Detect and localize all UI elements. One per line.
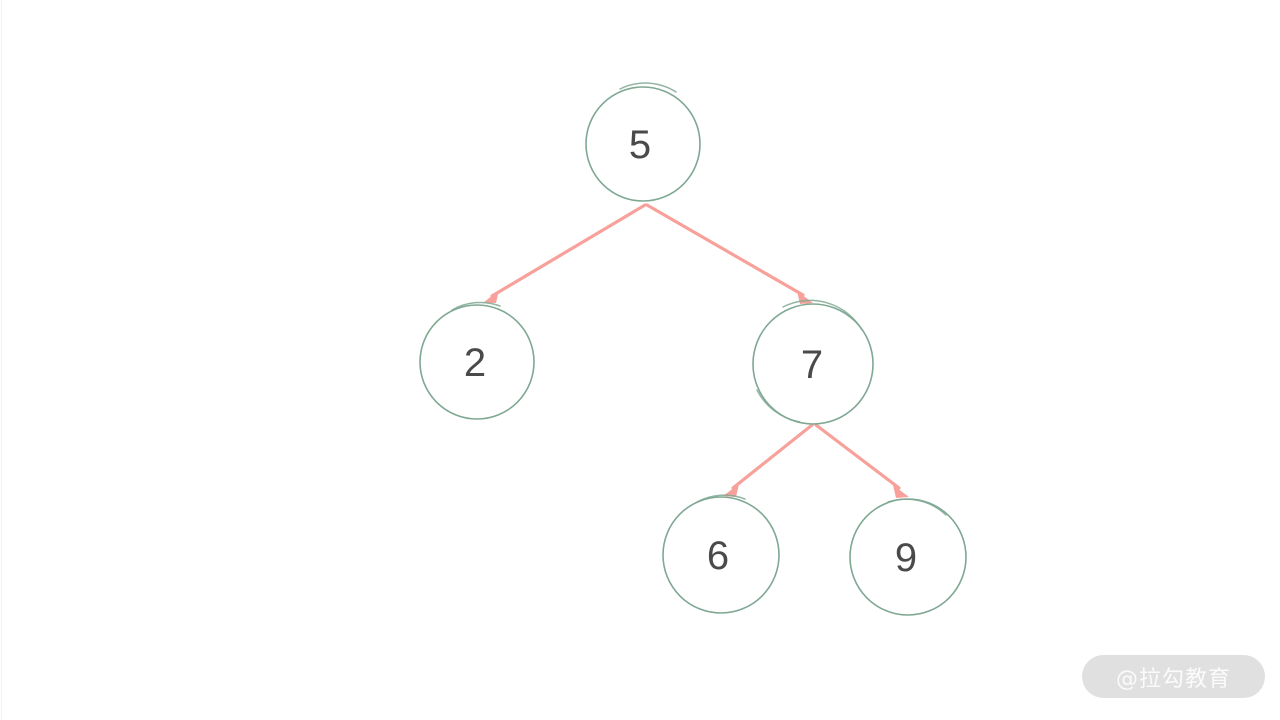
watermark-badge: @拉勾教育	[1082, 655, 1265, 698]
arrowhead-icon	[483, 290, 499, 303]
node-circle-sketch-overlap	[782, 299, 863, 331]
node-circle	[585, 86, 701, 202]
tree-node-label: 6	[707, 534, 729, 578]
node-circle	[419, 304, 535, 420]
tree-node-right-left[interactable]: 6	[662, 494, 780, 614]
edge-line	[490, 203, 647, 298]
node-circle	[752, 303, 874, 425]
edge-line	[645, 203, 805, 297]
edge-right-to-right-right	[814, 423, 909, 498]
tree-node-label: 9	[895, 536, 917, 580]
arrowhead-icon	[893, 485, 909, 498]
node-circle-sketch-overlap	[451, 301, 501, 311]
edge-root-to-right	[645, 203, 813, 304]
tree-node-label: 5	[629, 123, 651, 167]
node-circle-sketch-overlap	[696, 494, 746, 503]
node-circle-sketch-overlap	[887, 498, 947, 516]
tree-node-label: 2	[464, 341, 486, 385]
arrowhead-icon	[723, 484, 739, 497]
tree-node-right[interactable]: 7	[752, 299, 874, 425]
tree-node-root[interactable]: 5	[585, 82, 701, 202]
tree-node-label: 7	[801, 343, 823, 387]
tree-node-left[interactable]: 2	[419, 301, 535, 420]
node-circle-sketch-overlap	[619, 82, 677, 93]
tree-node-right-right[interactable]: 9	[849, 498, 967, 616]
edge-line	[814, 423, 901, 490]
edge-root-to-left	[483, 203, 647, 303]
left-edge-rule	[1, 0, 2, 720]
edge-right-to-right-left	[723, 423, 814, 497]
node-circle-sketch-overlap	[756, 389, 801, 423]
edge-line	[731, 423, 814, 490]
node-circle	[662, 496, 780, 614]
watermark-text: @拉勾教育	[1115, 666, 1231, 692]
